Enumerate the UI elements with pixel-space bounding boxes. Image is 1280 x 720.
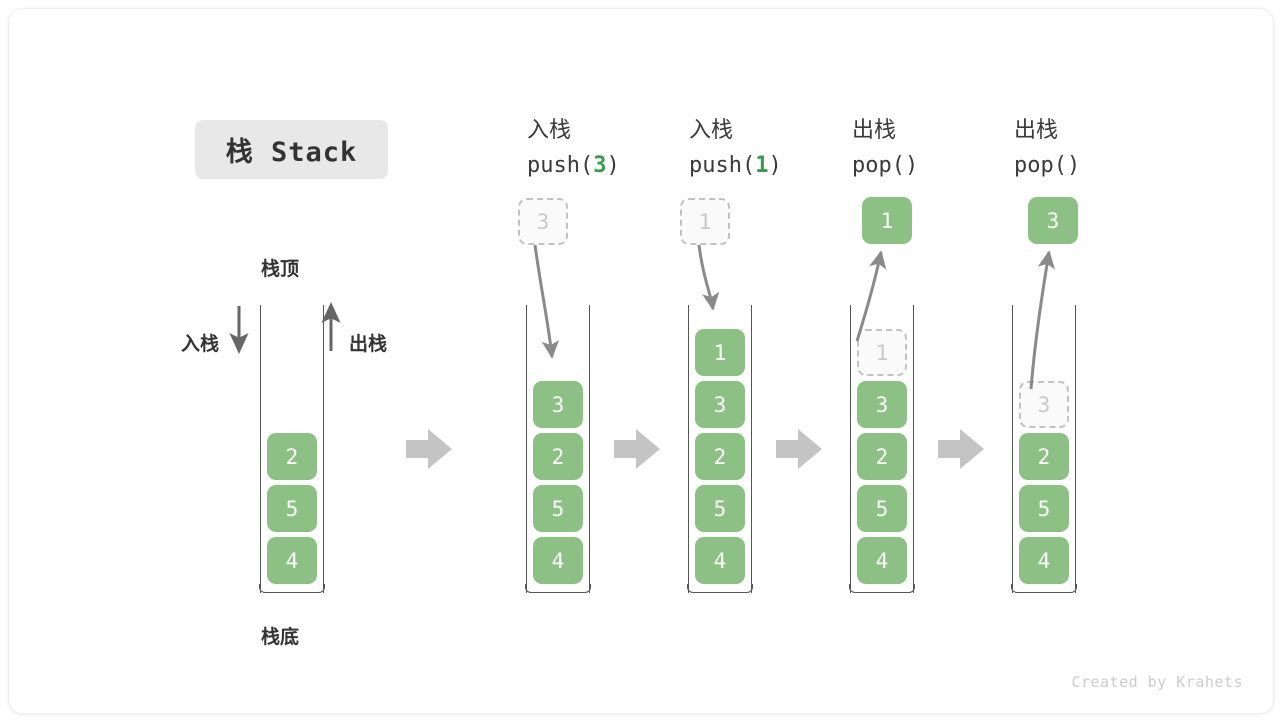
column-header-code: pop() — [852, 150, 1052, 182]
diagram-card: 栈 Stack 栈顶 栈底 入栈 出栈 入栈 push(3) 入栈 push(1… — [8, 8, 1274, 714]
code-post: ) — [768, 152, 782, 178]
stack-bottom-label: 栈底 — [261, 626, 300, 648]
code-pre: pop( — [852, 152, 905, 178]
stack-cell: 2 — [533, 433, 583, 480]
stack-wall-left — [260, 305, 261, 593]
stack-column-pop-1: 1 3 2 5 4 — [849, 305, 915, 593]
stack-cell: 4 — [267, 537, 317, 584]
column-header-pop-3: 出栈 pop() — [1014, 115, 1214, 182]
stack-column-push-3: 3 2 5 4 — [525, 305, 591, 593]
popped-box-pop-1: 1 — [862, 197, 912, 244]
stack-cell: 4 — [857, 537, 907, 584]
stack-wall-right — [1075, 305, 1076, 593]
stack-floor — [849, 584, 915, 593]
step-arrow-icon — [776, 429, 822, 469]
column-header-code: push(1) — [689, 150, 889, 182]
stack-cell: 2 — [1019, 433, 1069, 480]
stack-cell: 5 — [1019, 485, 1069, 532]
stack-cell: 4 — [533, 537, 583, 584]
stack-column-pop-3: 3 2 5 4 — [1011, 305, 1077, 593]
stack-column-initial: 2 5 4 — [259, 305, 325, 593]
stack-cell: 3 — [533, 381, 583, 428]
stack-cell-ghost: 3 — [1019, 381, 1069, 428]
stack-cell: 3 — [695, 381, 745, 428]
column-header-code: pop() — [1014, 150, 1214, 182]
stack-floor — [525, 584, 591, 593]
step-arrow-icon — [614, 429, 660, 469]
step-arrow-icon — [406, 429, 452, 469]
stack-floor — [687, 584, 753, 593]
column-header-cn: 出栈 — [1014, 118, 1059, 143]
code-post: ) — [1066, 152, 1081, 178]
stack-wall-left — [688, 305, 689, 593]
stack-cell: 4 — [695, 537, 745, 584]
stack-wall-right — [589, 305, 590, 593]
stack-cell-ghost: 1 — [857, 329, 907, 376]
code-arg: 1 — [755, 152, 769, 178]
code-pre: push( — [527, 152, 594, 178]
pop-side-label: 出栈 — [349, 333, 388, 355]
column-header-cn: 出栈 — [852, 118, 897, 143]
stack-cell: 4 — [1019, 537, 1069, 584]
stack-cell: 5 — [267, 485, 317, 532]
column-header-push-3: 入栈 push(3) — [527, 115, 727, 182]
floating-ghost-box-push-3: 3 — [518, 198, 568, 245]
floating-ghost-box-push-1: 1 — [680, 198, 730, 245]
column-header-pop-1: 出栈 pop() — [852, 115, 1052, 182]
stack-cell: 5 — [533, 485, 583, 532]
code-arg: 3 — [593, 152, 607, 178]
stack-cell: 2 — [857, 433, 907, 480]
stack-top-label: 栈顶 — [261, 258, 300, 280]
stack-cell: 2 — [267, 433, 317, 480]
stack-cell: 5 — [857, 485, 907, 532]
stack-wall-right — [913, 305, 914, 593]
stack-column-push-1: 1 3 2 5 4 — [687, 305, 753, 593]
code-pre: pop( — [1014, 152, 1067, 178]
stack-cell: 2 — [695, 433, 745, 480]
code-pre: push( — [689, 152, 756, 178]
column-header-cn: 入栈 — [689, 118, 734, 143]
stack-title-badge: 栈 Stack — [195, 120, 388, 179]
stack-cell: 5 — [695, 485, 745, 532]
code-post: ) — [606, 152, 620, 178]
stack-wall-right — [323, 305, 324, 593]
column-header-cn: 入栈 — [527, 118, 572, 143]
stack-cell: 1 — [695, 329, 745, 376]
stack-wall-right — [751, 305, 752, 593]
stack-wall-left — [850, 305, 851, 593]
stack-wall-left — [1012, 305, 1013, 593]
code-post: ) — [904, 152, 919, 178]
stack-wall-left — [526, 305, 527, 593]
step-arrow-icon — [938, 429, 984, 469]
column-header-push-1: 入栈 push(1) — [689, 115, 889, 182]
stack-floor — [1011, 584, 1077, 593]
stack-floor — [259, 584, 325, 593]
column-header-code: push(3) — [527, 150, 727, 182]
popped-box-pop-3: 3 — [1028, 197, 1078, 244]
push-side-label: 入栈 — [181, 333, 220, 355]
stack-cell: 3 — [857, 381, 907, 428]
push-motion-arrow-1 — [697, 244, 720, 311]
watermark: Created by Krahets — [1071, 673, 1243, 691]
